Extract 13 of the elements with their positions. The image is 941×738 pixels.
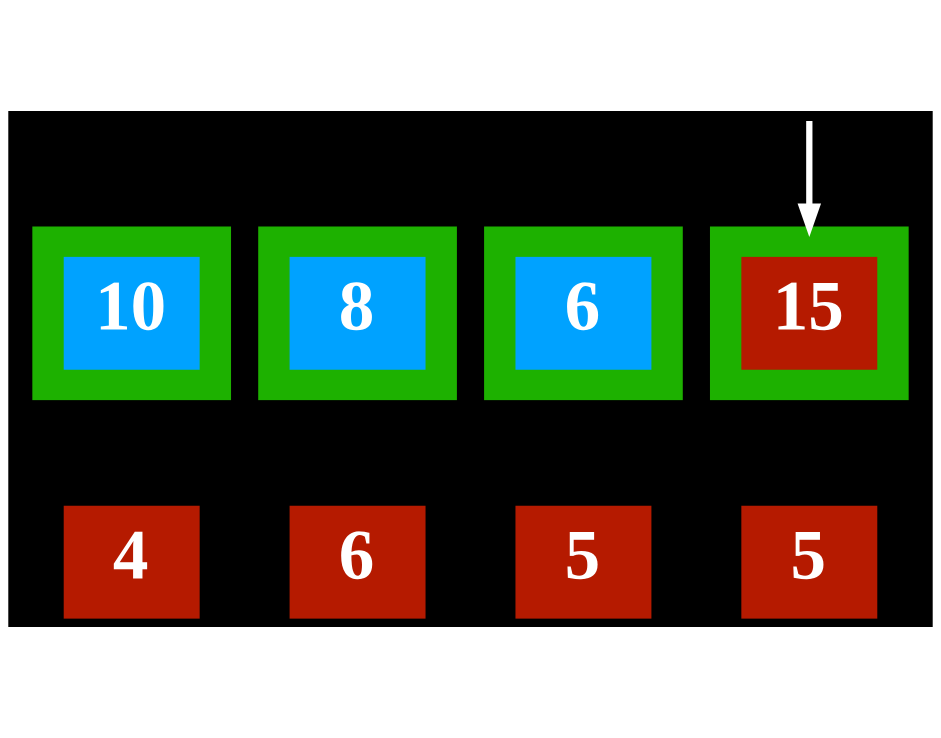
cluster bbox=[710, 226, 909, 400]
node-box: 8 bbox=[290, 256, 426, 370]
cluster bbox=[32, 226, 232, 400]
cluster bbox=[258, 226, 457, 400]
node-box: 6 bbox=[515, 256, 652, 370]
node-box: 10 bbox=[64, 256, 200, 370]
node-box: 5 bbox=[515, 506, 652, 619]
node-box: 15 bbox=[741, 256, 878, 370]
node-box: 5 bbox=[741, 506, 878, 619]
cluster bbox=[484, 226, 683, 400]
arrow bbox=[798, 121, 822, 238]
node-box: 4 bbox=[64, 506, 200, 619]
node-box: 6 bbox=[290, 506, 426, 619]
